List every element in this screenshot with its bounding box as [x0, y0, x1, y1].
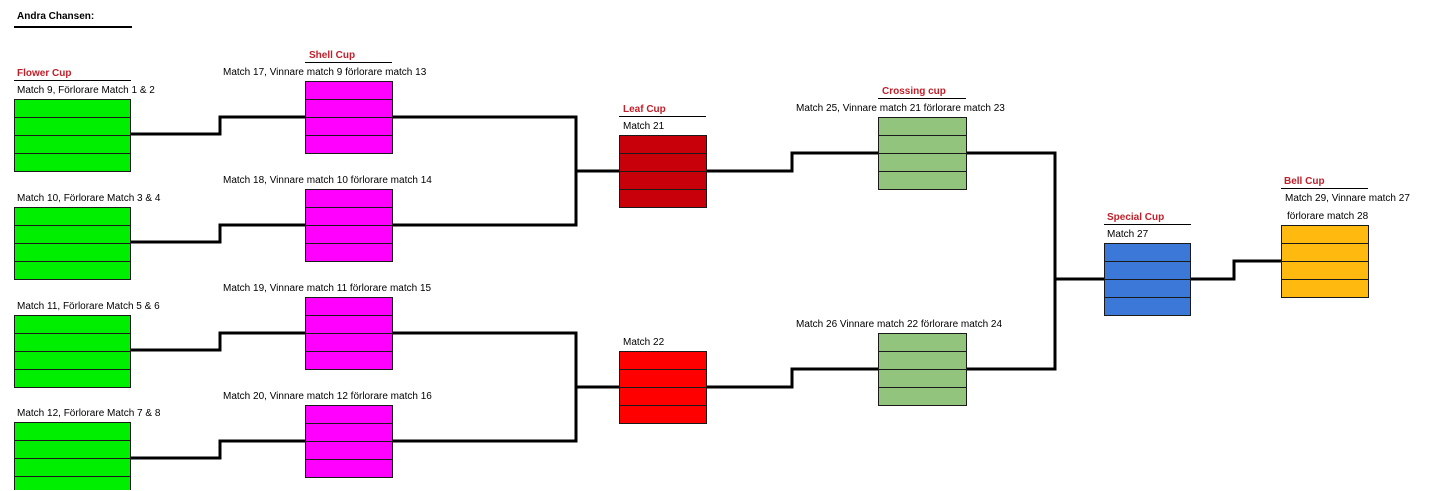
match-25-label: Match 25, Vinnare match 21 förlorare mat… — [796, 103, 1005, 114]
cup-title-bell: Bell Cup — [1284, 176, 1325, 187]
match-17-label: Match 17, Vinnare match 9 förlorare matc… — [223, 67, 427, 78]
cup-title-leaf: Leaf Cup — [623, 104, 666, 115]
page-title: Andra Chansen: — [17, 11, 95, 22]
match-29-label-line2: förlorare match 28 — [1287, 211, 1369, 222]
cup-underline-flower — [14, 80, 131, 81]
match-27-box — [1104, 243, 1191, 316]
connector-m22-m26 — [706, 367, 878, 389]
match-10-box — [14, 207, 131, 280]
cup-title-special: Special Cup — [1107, 212, 1165, 223]
match-22-box — [619, 351, 707, 424]
match-17-box — [305, 81, 393, 154]
cup-underline-leaf — [619, 116, 706, 117]
match-12-box — [14, 422, 131, 490]
connector-m9-m17 — [131, 115, 305, 136]
connector-m19-m20-m22 — [392, 331, 578, 443]
match-9-box — [14, 99, 131, 172]
cup-title-crossing: Crossing cup — [882, 86, 946, 97]
connector-m27-m29 — [1190, 259, 1281, 281]
match-19-label: Match 19, Vinnare match 11 förlorare mat… — [223, 283, 432, 294]
match-12-label: Match 12, Förlorare Match 7 & 8 — [17, 408, 161, 419]
match-9-label: Match 9, Förlorare Match 1 & 2 — [17, 85, 155, 96]
connector-m17-m18-m21 — [392, 115, 578, 227]
match-20-label: Match 20, Vinnare match 12 förlorare mat… — [223, 391, 432, 402]
cup-underline-special — [1104, 224, 1191, 225]
cup-title-shell: Shell Cup — [309, 50, 356, 61]
match-26-box — [878, 333, 967, 406]
page-title-underline — [14, 26, 132, 28]
match-25-box — [878, 117, 967, 190]
match-11-label: Match 11, Förlorare Match 5 & 6 — [17, 301, 160, 312]
connector-m11-m19 — [131, 331, 305, 352]
cup-title-flower: Flower Cup — [17, 68, 72, 79]
match-20-box — [305, 405, 393, 478]
match-10-label: Match 10, Förlorare Match 3 & 4 — [17, 193, 161, 204]
match-21-box — [619, 135, 707, 208]
match-27-label: Match 27 — [1107, 229, 1149, 240]
connector-m12-m20 — [131, 439, 305, 460]
match-26-label: Match 26 Vinnare match 22 förlorare matc… — [796, 319, 1003, 330]
cup-underline-shell — [305, 62, 392, 63]
match-18-label: Match 18, Vinnare match 10 förlorare mat… — [223, 175, 432, 186]
match-29-box — [1281, 225, 1369, 298]
connector-m10-m18 — [131, 223, 305, 244]
connector-m21-m25 — [706, 151, 878, 173]
match-21-label: Match 21 — [623, 121, 665, 132]
cup-underline-crossing — [878, 98, 966, 99]
match-11-box — [14, 315, 131, 388]
connector-m25-m26-m27 — [966, 151, 1057, 371]
match-29-label-line1: Match 29, Vinnare match 27 — [1285, 193, 1410, 204]
match-18-box — [305, 189, 393, 262]
match-22-label: Match 22 — [623, 337, 665, 348]
match-19-box — [305, 297, 393, 370]
cup-underline-bell — [1281, 188, 1368, 189]
